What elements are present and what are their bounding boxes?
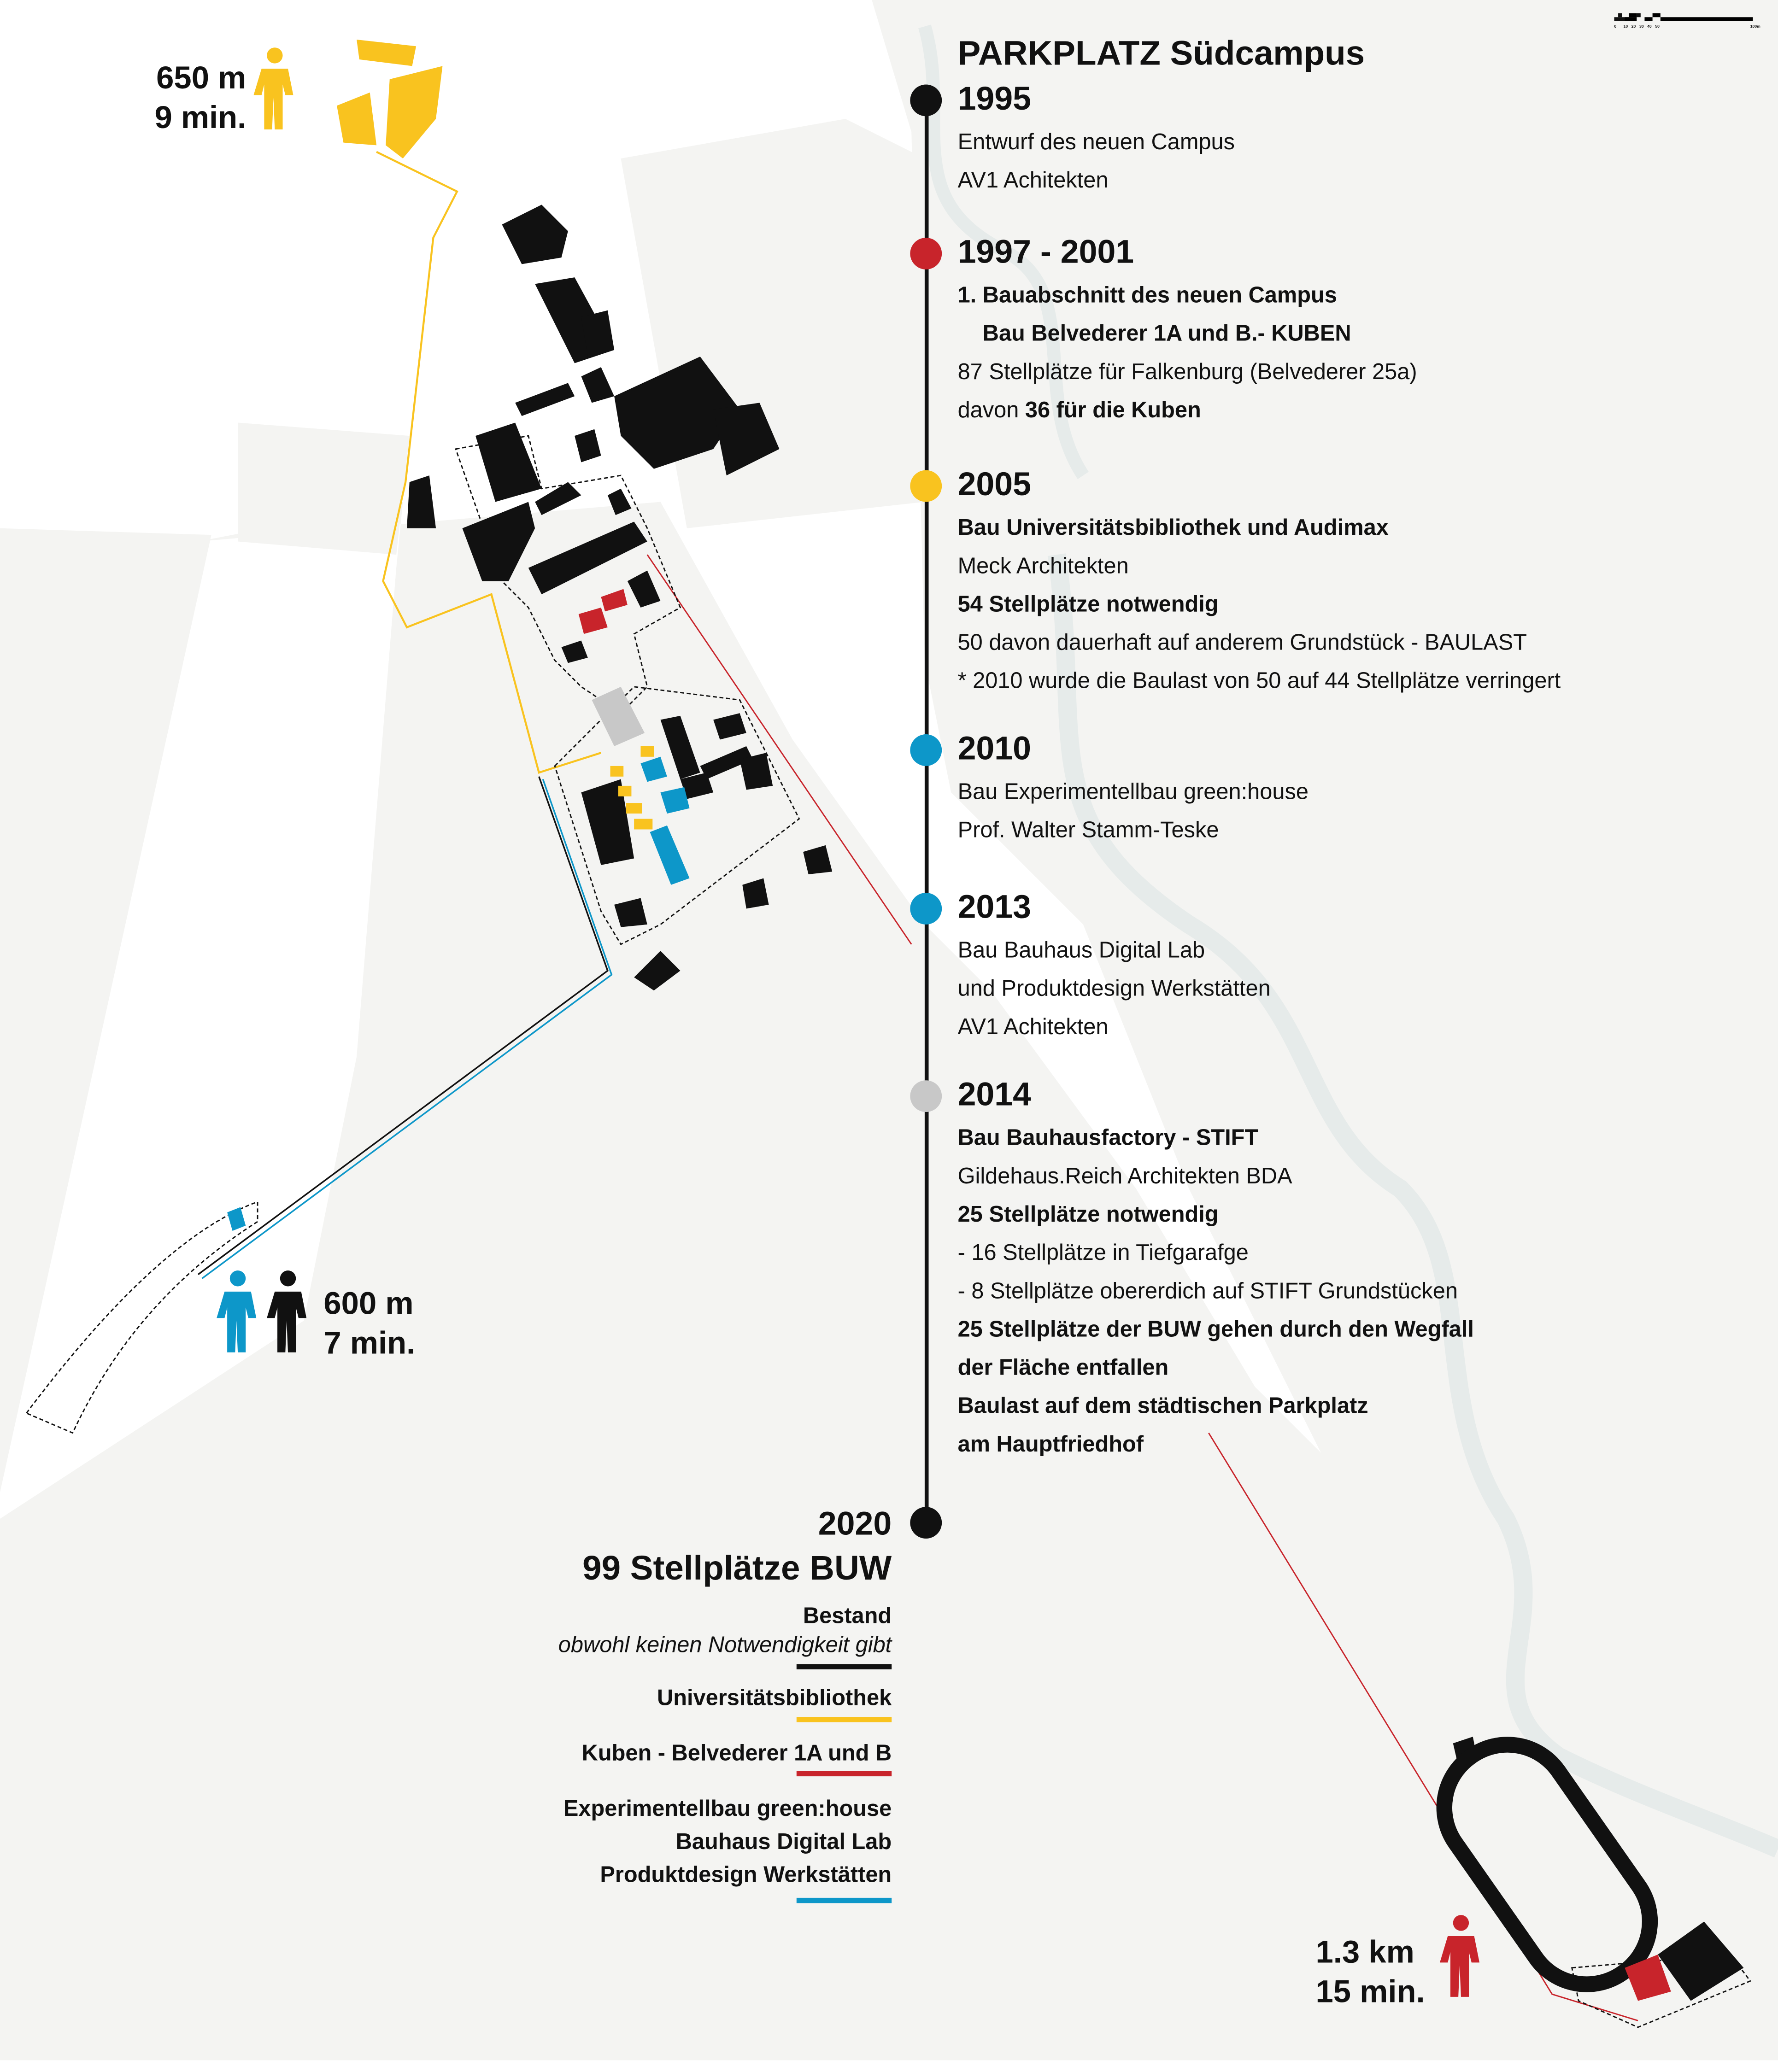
timeline-text: - 16 Stellplätze in Tiefgarafge: [957, 1240, 1249, 1265]
legend-swatch-black: [796, 1664, 892, 1669]
distance-value: 650 m: [156, 60, 246, 97]
timeline-text: - 8 Stellplätze obererdich auf STIFT Gru…: [957, 1278, 1458, 1304]
timeline-text-part: davon: [957, 397, 1025, 423]
summary-headline: 99 Stellplätze BUW: [582, 1548, 892, 1588]
legend-bestand: Bestand: [803, 1603, 892, 1629]
buildings: [407, 205, 1744, 2001]
race-track: [1436, 1737, 1658, 1992]
timeline-text: 87 Stellplätze für Falkenburg (Belvedere…: [957, 359, 1417, 385]
timeline-text: und Produktdesign Werkstätten: [957, 976, 1271, 1001]
route-kuben-lower: [1208, 1432, 1638, 2021]
route-kuben-upper: [646, 554, 912, 945]
route-library: [376, 151, 602, 774]
timeline-text: Bau Universitätsbibliothek und Audimax: [957, 515, 1389, 540]
timeline-text: 54 Stellplätze notwendig: [957, 591, 1219, 617]
legend-bestand-note: obwohl keinen Notwendigkeit gibt: [558, 1632, 892, 1658]
timeline-text: 25 Stellplätze notwendig: [957, 1201, 1219, 1227]
route-existing: [198, 776, 609, 1276]
river: [1047, 553, 1778, 1858]
timeline-dot-2010: [910, 734, 942, 766]
time-value: 7 min.: [323, 1326, 416, 1362]
timeline-year: 2014: [957, 1076, 1032, 1113]
legend-kuben: Kuben - Belvederer 1A und B: [581, 1740, 892, 1766]
timeline-text: der Fläche entfallen: [957, 1355, 1169, 1381]
scale-label: 20: [1631, 23, 1636, 29]
timeline-dot-1995: [910, 84, 942, 117]
timeline-text: AV1 Achitekten: [957, 168, 1109, 193]
timeline-text-bold: 36 für die Kuben: [1025, 397, 1201, 423]
timeline-text: Bau Belvederer 1A und B.- KUBEN: [957, 321, 1351, 346]
scale-label: 40: [1647, 23, 1652, 29]
scale-label: 50: [1655, 23, 1660, 29]
timeline-text: davon 36 für die Kuben: [958, 398, 1201, 424]
timeline-text: Baulast auf dem städtischen Parkplatz: [957, 1393, 1368, 1419]
distance-kuben: 1.3 km 15 min.: [1316, 1933, 1425, 2013]
timeline-text: Entwurf des neuen Campus: [957, 129, 1235, 155]
timeline-year: 2010: [957, 730, 1032, 767]
scale-label: 100m: [1750, 23, 1760, 29]
timeline-text: AV1 Achitekten: [957, 1014, 1109, 1040]
timeline-dot-2020: [910, 1507, 942, 1539]
timeline-dot-2014: [910, 1080, 942, 1112]
timeline-year: 2013: [957, 889, 1032, 926]
timeline-text: 50 davon dauerhaft auf anderem Grundstüc…: [957, 630, 1527, 656]
distance-value: 1.3 km: [1315, 1935, 1414, 1971]
legend-library: Universitätsbibliothek: [657, 1685, 892, 1710]
distance-greenhouse: 600 m 7 min.: [323, 1285, 415, 1364]
timeline-text: Meck Architekten: [957, 553, 1129, 579]
time-value: 9 min.: [154, 100, 246, 136]
scale-label: 30: [1639, 23, 1644, 29]
time-value: 15 min.: [1315, 1974, 1425, 2010]
timeline-dot-2005: [910, 470, 942, 502]
legend-workshops: Produktdesign Werkstätten: [600, 1862, 892, 1887]
legend-greenhouse: Experimentellbau green:house: [563, 1796, 892, 1821]
timeline-year: 1995: [957, 80, 1032, 118]
legend-digital-lab: Bauhaus Digital Lab: [675, 1829, 892, 1855]
legend-swatch-yellow: [796, 1717, 892, 1722]
timeline-text: * 2010 wurde die Baulast von 50 auf 44 S…: [957, 668, 1561, 694]
page-title: PARKPLATZ Südcampus: [957, 33, 1365, 73]
timeline-text: Bau Experimentellbau green:house: [957, 779, 1309, 805]
timeline-text: 25 Stellplätze der BUW gehen durch den W…: [957, 1317, 1474, 1342]
timeline-text: Gildehaus.Reich Architekten BDA: [957, 1163, 1292, 1189]
distance-library: 650 m 9 min.: [154, 59, 246, 139]
timeline-axis: [924, 100, 929, 1523]
legend-swatch-blue: [796, 1897, 892, 1903]
scale-bar: 0 10 20 30 40 50 100m: [1614, 11, 1766, 32]
legend-swatch-red: [796, 1771, 892, 1777]
summary-year: 2020: [818, 1505, 892, 1543]
scale-label: 0: [1614, 23, 1617, 29]
coloured-parking: [227, 40, 1671, 2001]
distance-value: 600 m: [323, 1286, 414, 1322]
timeline-dot-1997-2001: [910, 238, 942, 269]
scale-label: 10: [1623, 23, 1628, 29]
timeline-year: 2005: [957, 466, 1032, 503]
timeline-text: am Hauptfriedhof: [957, 1431, 1144, 1457]
timeline-text: Prof. Walter Stamm-Teske: [957, 817, 1219, 843]
timeline-text: 1. Bauabschnitt des neuen Campus: [957, 282, 1337, 308]
walking-figures: [217, 47, 1480, 1997]
timeline-text: Bau Bauhaus Digital Lab: [957, 937, 1205, 963]
route-greenhouse: [201, 778, 613, 1279]
timeline-dot-2013: [910, 893, 942, 925]
timeline-text: Bau Bauhausfactory - STIFT: [957, 1125, 1259, 1151]
timeline-year: 1997 - 2001: [957, 234, 1134, 271]
